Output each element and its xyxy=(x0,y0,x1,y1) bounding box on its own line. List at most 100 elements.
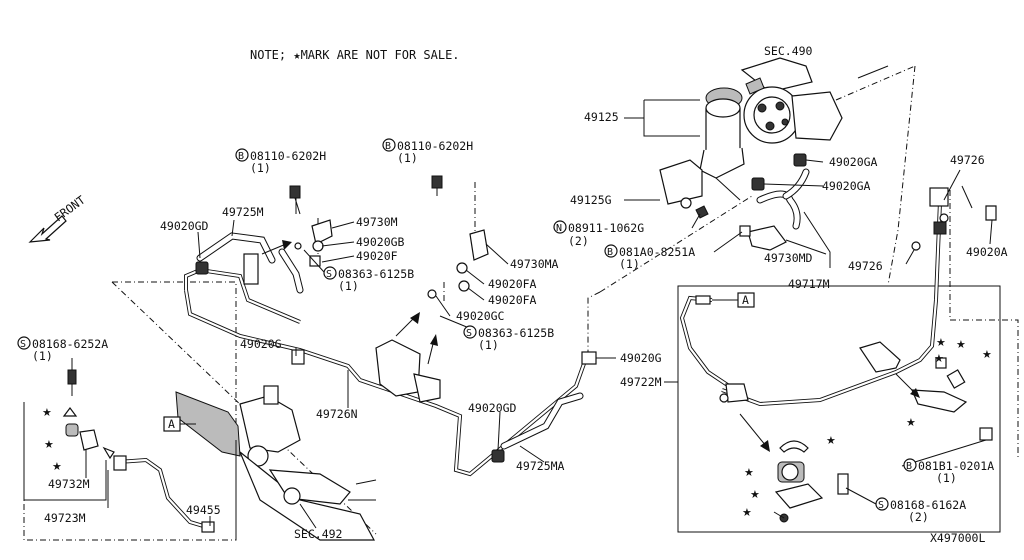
reservoir-tank xyxy=(699,87,745,201)
label-08363-left: S 08363-6125B (1) xyxy=(323,266,414,293)
svg-text:S: S xyxy=(326,269,332,280)
svg-text:B: B xyxy=(906,461,912,472)
label-49020fa-1: 49020FA xyxy=(488,277,537,291)
diagram-code: X497000L xyxy=(930,531,985,545)
label-49455: 49455 xyxy=(186,503,221,517)
label-49020fa-2: 49020FA xyxy=(488,293,537,307)
svg-text:S: S xyxy=(466,328,472,339)
svg-text:(1): (1) xyxy=(338,279,359,293)
svg-text:(2): (2) xyxy=(908,510,929,524)
label-sec492: SEC.492 xyxy=(294,527,342,541)
label-49020gd-top: 49020GD xyxy=(160,219,209,233)
label-081b1: B 081B1-0201A (1) xyxy=(903,458,994,485)
svg-text:★: ★ xyxy=(52,460,62,473)
svg-text:★: ★ xyxy=(750,488,760,501)
label-sec490: SEC.490 xyxy=(764,44,813,58)
svg-text:08911-1062G: 08911-1062G xyxy=(568,221,644,235)
clip-parts-left xyxy=(62,369,115,460)
label-08110-left: B 08110-6202H (1) xyxy=(235,148,326,175)
svg-text:(1): (1) xyxy=(250,161,271,175)
label-49725ma: 49725MA xyxy=(516,459,565,473)
exploded-clamp-parts xyxy=(773,427,993,523)
steering-gear-assembly xyxy=(175,385,377,541)
svg-text:★: ★ xyxy=(42,406,52,419)
front-label: FRONT xyxy=(52,193,88,225)
svg-text:★: ★ xyxy=(744,466,754,479)
label-08168-right: S 08168-6162A (2) xyxy=(875,497,966,524)
svg-text:08363-6125B: 08363-6125B xyxy=(478,326,554,340)
label-49020a: 49020A xyxy=(966,245,1008,259)
svg-text:081B1-0201A: 081B1-0201A xyxy=(918,459,994,473)
arrow-mid xyxy=(261,240,438,365)
power-steering-pump xyxy=(740,57,843,144)
svg-text:S: S xyxy=(20,339,26,350)
svg-text:(1): (1) xyxy=(936,471,957,485)
svg-text:08168-6162A: 08168-6162A xyxy=(890,498,966,512)
detail-frame xyxy=(677,285,1001,533)
svg-text:B: B xyxy=(385,141,391,152)
label-08110-mid: B 08110-6202H (1) xyxy=(382,138,473,165)
svg-text:★: ★ xyxy=(906,416,916,429)
left-detail-frame xyxy=(23,402,107,501)
svg-text:08168-6252A: 08168-6252A xyxy=(32,337,108,351)
clamp-49730md xyxy=(747,225,787,251)
label-49730ma: 49730MA xyxy=(510,257,559,271)
washer xyxy=(680,197,692,209)
svg-text:08110-6202H: 08110-6202H xyxy=(250,149,326,163)
svg-text:(1): (1) xyxy=(397,151,418,165)
label-49020f: 49020F xyxy=(356,249,398,263)
svg-text:★: ★ xyxy=(982,348,992,361)
svg-text:★: ★ xyxy=(934,352,944,365)
label-leaders xyxy=(71,65,993,529)
star-marks: ★ ★ ★ ★ ★ ★ ★ ★ ★ ★ ★ ★ xyxy=(42,336,992,519)
svg-text:A: A xyxy=(168,417,175,431)
callout-a-left: A xyxy=(163,416,196,432)
svg-text:★: ★ xyxy=(936,336,946,349)
front-arrow-icon xyxy=(28,215,67,243)
return-pipe-right xyxy=(721,187,997,407)
label-49125: 49125 xyxy=(584,110,619,124)
label-49722m: 49722M xyxy=(620,375,662,389)
label-49020gb: 49020GB xyxy=(356,235,405,249)
svg-text:(2): (2) xyxy=(568,234,589,248)
label-081a0: B 081A0-8251A (1) xyxy=(604,244,695,271)
label-49717m: 49717M xyxy=(788,277,830,291)
bracket-49730ma xyxy=(375,175,489,403)
label-49726-top: 49726 xyxy=(950,153,985,167)
bracket-49730m xyxy=(289,185,333,267)
svg-text:(1): (1) xyxy=(619,257,640,271)
part-labels: SEC.490 49125 49125G N 08911-1062G (2) B… xyxy=(17,44,1008,541)
arrow-right-detail xyxy=(739,373,920,452)
svg-text:★: ★ xyxy=(44,438,54,451)
label-49020g-left: 49020G xyxy=(240,337,282,351)
clamp-assembly xyxy=(719,341,968,413)
svg-text:B: B xyxy=(238,151,244,162)
label-49726n: 49726N xyxy=(316,407,358,421)
bracket-49125g xyxy=(659,159,703,205)
note-text: NOTE; ★MARK ARE NOT FOR SALE. xyxy=(250,48,460,62)
callout-a-right: A xyxy=(712,292,755,308)
label-08168-left: S 08168-6252A (1) xyxy=(17,336,108,363)
label-49723m: 49723M xyxy=(44,511,86,525)
svg-text:★: ★ xyxy=(826,434,836,447)
hose-49725m xyxy=(195,232,305,365)
label-49020ga-1: 49020GA xyxy=(829,155,878,169)
label-08911: N 08911-1062G (2) xyxy=(553,220,644,248)
label-49020gc: 49020GC xyxy=(456,309,505,323)
svg-text:081A0-8251A: 081A0-8251A xyxy=(619,245,695,259)
label-49725m: 49725M xyxy=(222,205,264,219)
svg-text:A: A xyxy=(742,293,749,307)
svg-text:N: N xyxy=(556,223,562,234)
svg-text:B: B xyxy=(607,247,613,258)
label-49020g-mid: 49020G xyxy=(620,351,662,365)
svg-text:(1): (1) xyxy=(32,349,53,363)
bolt xyxy=(739,225,751,237)
label-49726-right: 49726 xyxy=(848,259,883,273)
clip-49020ga xyxy=(793,153,807,167)
svg-text:(1): (1) xyxy=(478,338,499,352)
nut xyxy=(695,205,709,219)
label-49020gd-bot: 49020GD xyxy=(468,401,517,415)
pipe-49723m xyxy=(113,440,237,540)
